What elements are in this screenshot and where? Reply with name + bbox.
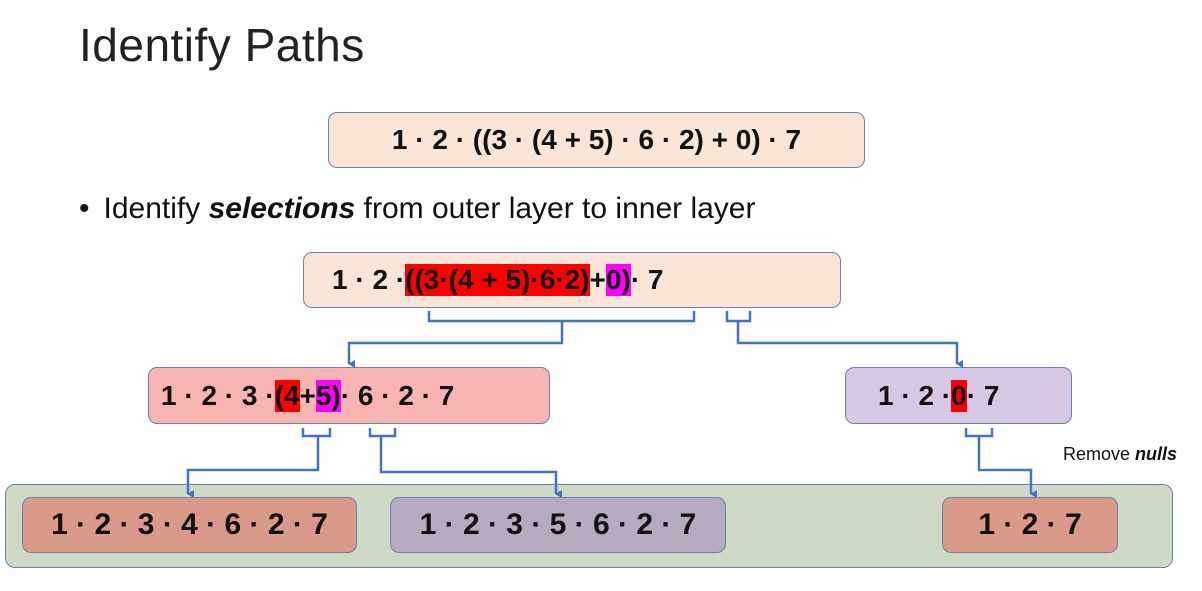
selection-outer: (4 + 5) — [448, 264, 531, 296]
plain-segment: + — [299, 379, 316, 411]
result-path-3-text: 1 · 2 · 7 — [978, 508, 1082, 541]
connector-to-level2-right — [736, 321, 963, 368]
result-path-2-text: 1 · 2 · 3 · 5 · 6 · 2 · 7 — [419, 508, 697, 541]
selection-alternative: 0) — [605, 264, 631, 296]
expression-box: 1 · 2 · ((3 · (4 + 5) · 6 · 2) + 0) · 7 — [328, 112, 865, 168]
plain-segment: 1 · 2 · — [878, 379, 952, 411]
note-emphasis: nulls — [1135, 444, 1178, 464]
bracket-outer-selection — [427, 311, 696, 323]
selection-outer-dot: · — [555, 264, 565, 296]
result-path-1: 1 · 2 · 3 · 4 · 6 · 2 · 7 — [22, 497, 357, 553]
bullet-text-prefix: Identify — [103, 192, 209, 225]
plain-segment: · 7 — [630, 264, 664, 295]
bullet-dot: • — [79, 192, 90, 225]
bullet-text-suffix: from outer layer to inner layer — [355, 192, 756, 225]
result-path-2: 1 · 2 · 3 · 5 · 6 · 2 · 7 — [390, 497, 726, 553]
selection-box-level2-right: 1 · 2 · 0 · 7 — [845, 367, 1072, 424]
result-path-3: 1 · 2 · 7 — [942, 497, 1118, 553]
note-prefix: Remove — [1063, 444, 1136, 464]
remove-nulls-note: Remove nulls — [1063, 444, 1177, 465]
result-path-1-text: 1 · 2 · 3 · 4 · 6 · 2 · 7 — [51, 508, 328, 541]
connector-to-result-2 — [379, 436, 562, 498]
plain-segment: 1 · 2 · — [332, 264, 406, 295]
bullet-point: • Identify selections from outer layer to… — [79, 192, 755, 226]
bullet-emphasis: selections — [208, 192, 356, 225]
bracket-remove-null — [964, 428, 994, 438]
selection-inner: (4 — [274, 379, 300, 412]
connector-to-result-3 — [977, 436, 1037, 498]
selection-box-level1: 1 · 2 · ((3 · (4 + 5) · 6 · 2) + 0) · 7 — [303, 252, 841, 308]
expression-text: 1 · 2 · ((3 · (4 + 5) · 6 · 2) + 0) · 7 — [391, 124, 802, 155]
selection-outer-dot: · — [439, 264, 449, 296]
plain-segment: 1 · 2 · 3 · — [161, 379, 275, 411]
bracket-zero-selection — [725, 311, 752, 323]
selection-outer-dot: · — [530, 264, 540, 296]
selection-alternative: 5) — [315, 379, 341, 412]
plain-segment: · 6 · 2 · 7 — [340, 379, 455, 411]
page-title: Identify Paths — [79, 19, 365, 71]
selection-outer: 6 — [539, 264, 556, 296]
bracket-five-selection — [368, 428, 397, 438]
plain-segment: · 7 — [966, 379, 1000, 411]
null-selection: 0 — [951, 379, 967, 412]
connector-to-result-1 — [186, 436, 320, 498]
bracket-four-selection — [301, 428, 332, 438]
selection-outer: ((3 — [405, 264, 440, 296]
plain-segment: + — [589, 264, 606, 295]
connector-to-level2-left — [347, 321, 564, 368]
selection-outer: 2) — [564, 264, 590, 296]
